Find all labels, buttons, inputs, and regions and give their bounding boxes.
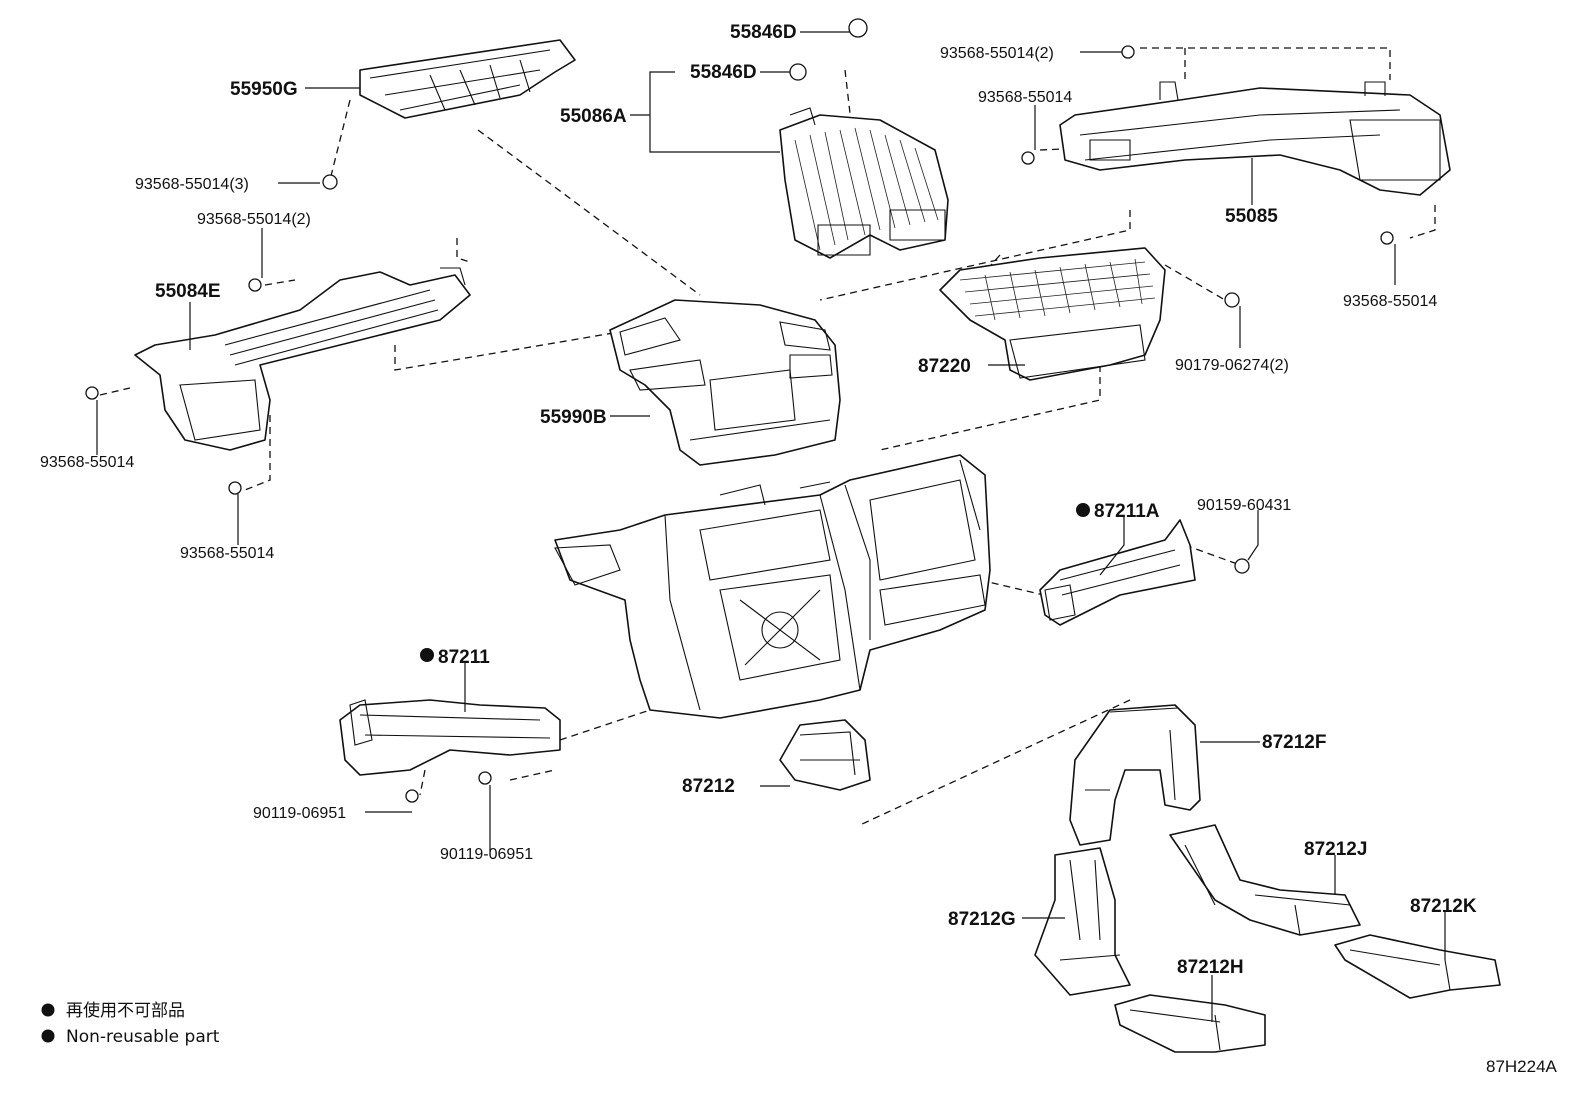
part-55086A-duct xyxy=(779,18,949,259)
legend-text-japanese: 再使用不可部品 xyxy=(66,1000,185,1021)
label-87211A-group: 87211A xyxy=(1076,501,1160,522)
part-87212G-duct xyxy=(1034,847,1131,996)
label-90179-06274-2: 90179-06274(2) xyxy=(1175,357,1289,374)
label-87212G: 87212G xyxy=(948,909,1016,930)
label-87211A: 87211A xyxy=(1094,501,1160,522)
label-93568-55014-left2: 93568-55014 xyxy=(180,545,274,562)
label-93568-55014-right: 93568-55014 xyxy=(1343,293,1437,310)
part-55084E-duct xyxy=(85,267,471,495)
part-55950G-bracket xyxy=(322,39,576,190)
label-87212: 87212 xyxy=(682,776,735,797)
label-93568-55014-3: 93568-55014(3) xyxy=(135,176,249,193)
part-55085-duct xyxy=(1021,45,1451,245)
hvac-main-unit xyxy=(554,454,991,719)
part-labels: 55950G 55846D 55846D 55086A 93568-55014(… xyxy=(40,22,1477,978)
label-93568-55014-2-top: 93568-55014(2) xyxy=(940,45,1054,62)
label-87212J: 87212J xyxy=(1304,839,1367,860)
label-87211: 87211 xyxy=(438,647,490,668)
label-87212F: 87212F xyxy=(1262,732,1326,753)
label-93568-55014-left: 93568-55014 xyxy=(40,454,134,471)
label-55084E: 55084E xyxy=(155,281,221,302)
label-55846D-top: 55846D xyxy=(730,22,797,43)
legend-dot-2 xyxy=(41,1029,55,1043)
label-87220: 87220 xyxy=(918,356,971,377)
non-reusable-dot-87211 xyxy=(420,648,434,662)
legend-text-english: Non-reusable part xyxy=(66,1027,220,1047)
label-90119-06951-a: 90119-06951 xyxy=(253,805,346,822)
label-87212K: 87212K xyxy=(1410,896,1477,917)
part-87212J-duct xyxy=(1169,824,1361,936)
part-87211A-duct xyxy=(1039,519,1250,626)
label-55085: 55085 xyxy=(1225,206,1278,227)
label-93568-55014-top-right: 93568-55014 xyxy=(978,89,1072,106)
legend-dot-1 xyxy=(41,1003,55,1017)
leader-lines xyxy=(96,31,1446,1022)
part-55990B-case xyxy=(609,299,841,466)
label-55950G: 55950G xyxy=(230,79,298,100)
label-55990B: 55990B xyxy=(540,407,607,428)
label-93568-55014-2-left: 93568-55014(2) xyxy=(197,211,311,228)
label-87211-group: 87211 xyxy=(420,647,490,668)
part-87212K-duct xyxy=(1334,934,1501,999)
part-87212H-duct xyxy=(1114,994,1266,1053)
label-90159-60431: 90159-60431 xyxy=(1197,497,1291,514)
label-55846D: 55846D xyxy=(690,62,757,83)
figure-id: 87H224A xyxy=(1486,1057,1558,1076)
label-87212H: 87212H xyxy=(1177,957,1244,978)
part-87212-duct xyxy=(779,719,871,791)
part-87212F-duct xyxy=(1069,704,1201,846)
legend: 再使用不可部品 Non-reusable part xyxy=(41,1000,220,1047)
label-90119-06951-b: 90119-06951 xyxy=(440,846,533,863)
label-55086A: 55086A xyxy=(560,106,627,127)
non-reusable-dot-87211A xyxy=(1076,503,1090,517)
part-87211-duct xyxy=(339,699,561,803)
